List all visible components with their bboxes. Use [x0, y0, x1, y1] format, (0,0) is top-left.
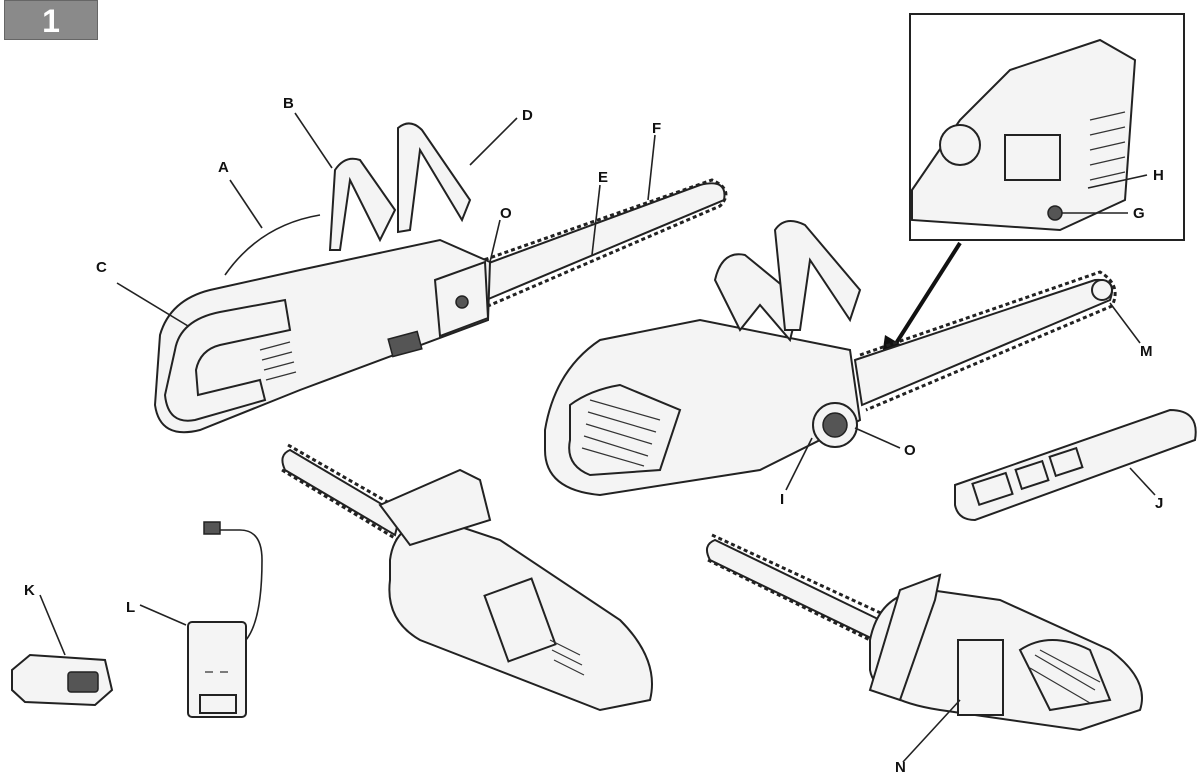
label-o-main: O [500, 205, 512, 222]
figure-number-badge: 1 [4, 0, 98, 40]
label-o-side: O [904, 442, 916, 459]
label-e: E [598, 169, 608, 186]
figure-number: 1 [42, 3, 60, 39]
label-d: D [522, 107, 533, 124]
label-b: B [283, 95, 294, 112]
battery-icon [11, 653, 114, 707]
label-m: M [1140, 343, 1153, 360]
label-f: F [652, 120, 661, 137]
label-n: N [895, 759, 906, 776]
chainsaw-side-icon [544, 220, 1117, 497]
label-l: L [126, 599, 135, 616]
label-a: A [218, 159, 229, 176]
chainsaw-back-right-icon [705, 533, 1143, 732]
guide-bar-cover-icon [954, 408, 1197, 522]
chainsaw-main-icon [153, 122, 728, 434]
label-g: G [1133, 205, 1145, 222]
label-j: J [1155, 495, 1163, 512]
chainsaw-back-left-icon [281, 443, 653, 712]
leader-lines [39, 112, 1156, 763]
label-h: H [1153, 167, 1164, 184]
charger-icon [187, 521, 263, 718]
chainsaw-detail-inset-icon [909, 13, 1185, 241]
label-k: K [24, 582, 35, 599]
label-c: C [96, 259, 107, 276]
label-i: I [780, 491, 784, 508]
